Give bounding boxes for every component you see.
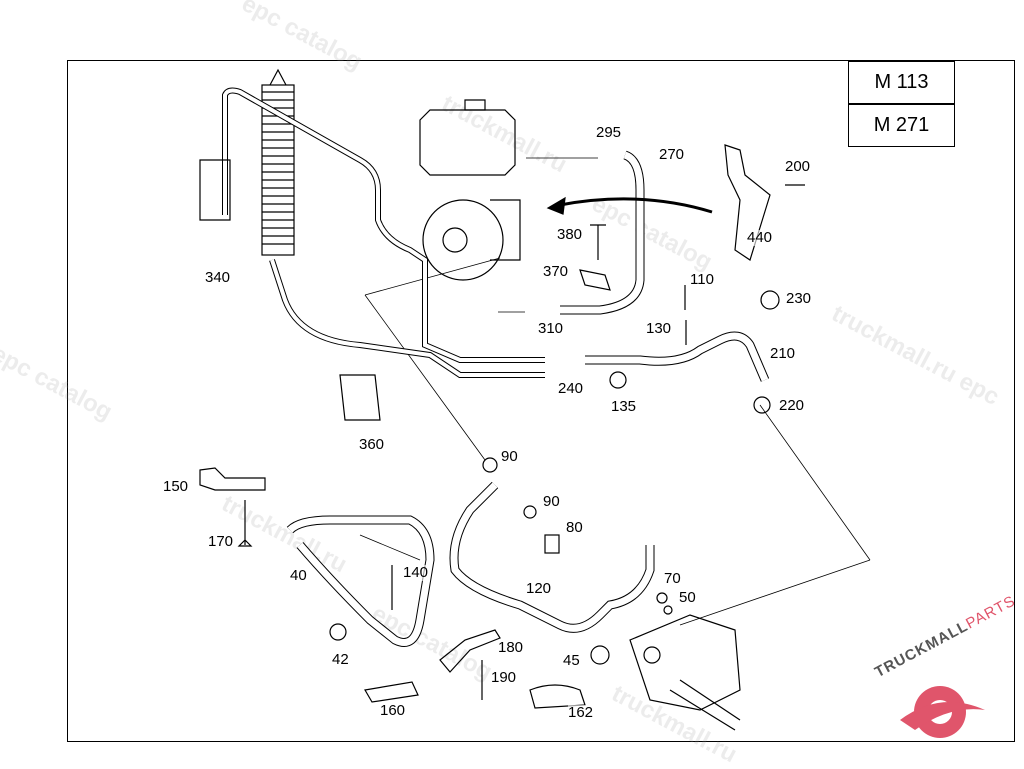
part-label[interactable]: 380 (557, 226, 583, 243)
steering-gear (629, 614, 741, 731)
part-label[interactable]: 220 (779, 397, 805, 414)
oil-cooler (261, 68, 295, 256)
diagram-frame (67, 60, 1015, 742)
power-steering-pump (419, 99, 521, 281)
part-label[interactable]: 310 (538, 320, 564, 337)
part-label[interactable]: 90 (543, 493, 560, 510)
part-label[interactable]: 70 (664, 570, 681, 587)
part-label[interactable]: 150 (163, 478, 189, 495)
part-label[interactable]: 160 (380, 702, 406, 719)
part-label[interactable]: 240 (558, 380, 584, 397)
part-label[interactable]: 110 (690, 271, 714, 288)
part-label[interactable]: 180 (498, 639, 524, 656)
part-label[interactable]: 135 (611, 398, 637, 415)
part-label[interactable]: 360 (359, 436, 385, 453)
part-label[interactable]: 130 (646, 320, 672, 337)
model-label: M 271 (848, 104, 955, 147)
part-label[interactable]: 42 (332, 651, 349, 668)
part-label[interactable]: 162 (568, 704, 594, 721)
part-label[interactable]: 50 (679, 589, 696, 606)
part-label[interactable]: 120 (526, 580, 552, 597)
bracket-440 (724, 144, 771, 261)
part-label[interactable]: 170 (208, 533, 234, 550)
part-label[interactable]: 210 (770, 345, 796, 362)
cooler-pipe (222, 87, 545, 363)
part-label[interactable]: 230 (786, 290, 812, 307)
parts-drawing (199, 68, 871, 731)
part-label[interactable]: 295 (596, 124, 622, 141)
part-label[interactable]: 440 (747, 229, 773, 246)
part-label[interactable]: 140 (403, 564, 429, 581)
part-label[interactable]: 90 (501, 448, 518, 465)
leader-lines (359, 157, 871, 626)
part-label[interactable]: 80 (566, 519, 583, 536)
hose-40 (286, 515, 435, 647)
bracket-340 (199, 159, 231, 221)
part-label[interactable]: 40 (290, 567, 307, 584)
small-parts (199, 184, 805, 709)
model-label: M 113 (848, 61, 955, 104)
part-label[interactable]: 200 (785, 158, 811, 175)
part-label[interactable]: 45 (563, 652, 580, 669)
part-label[interactable]: 270 (659, 146, 685, 163)
part-label[interactable]: 340 (205, 269, 231, 286)
part-label[interactable]: 190 (491, 669, 517, 686)
part-label[interactable]: 370 (543, 263, 569, 280)
truckmall-gear-logo (900, 686, 985, 738)
direction-arrow (559, 197, 713, 214)
